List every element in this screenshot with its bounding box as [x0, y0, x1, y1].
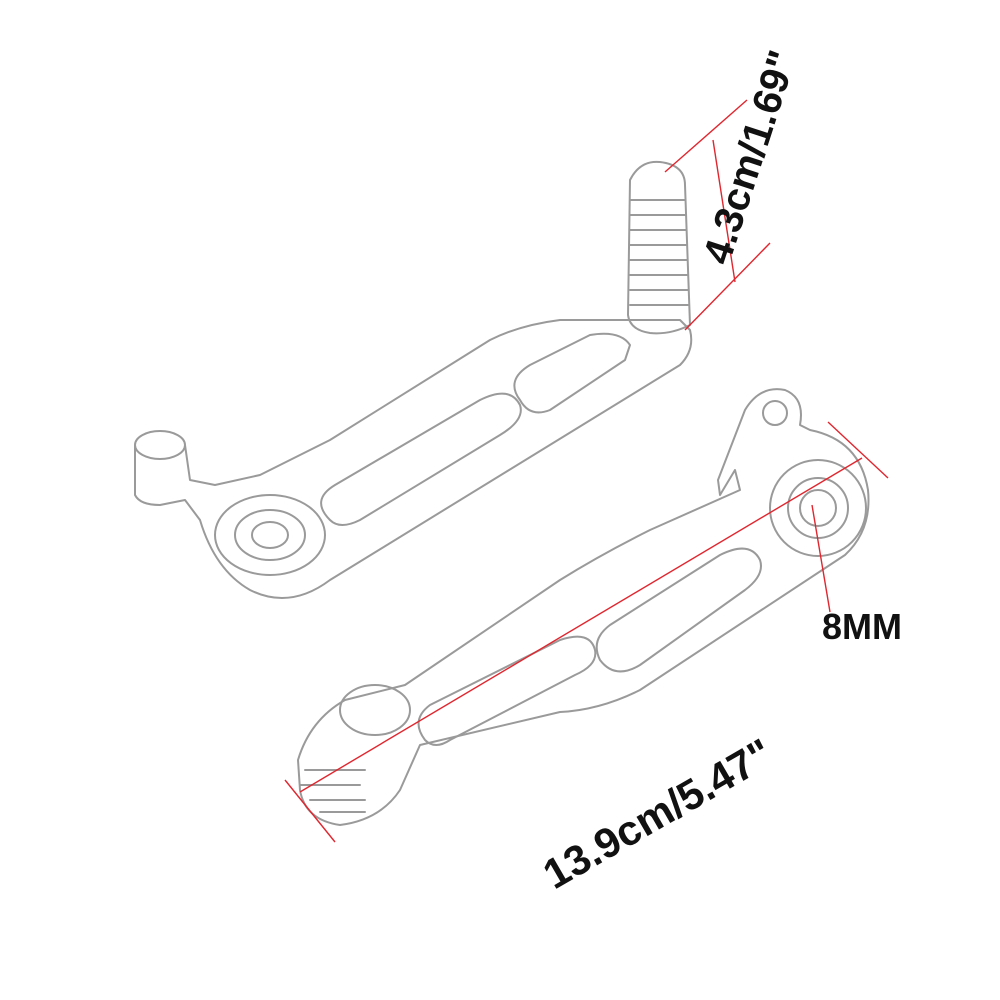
lower-shift-lever [297, 388, 870, 826]
length-extension-right [827, 421, 889, 479]
height-dimension-line [712, 139, 736, 283]
length-extension-left [284, 779, 336, 843]
height-extension-top [664, 99, 748, 173]
upper-shift-lever [134, 160, 693, 599]
height-extension-bottom [684, 242, 771, 331]
length-dimension-line [299, 457, 863, 793]
bore-diameter-label: 8MM [822, 606, 902, 647]
dimension-lines [284, 99, 889, 843]
bore-leader-line [811, 504, 831, 613]
